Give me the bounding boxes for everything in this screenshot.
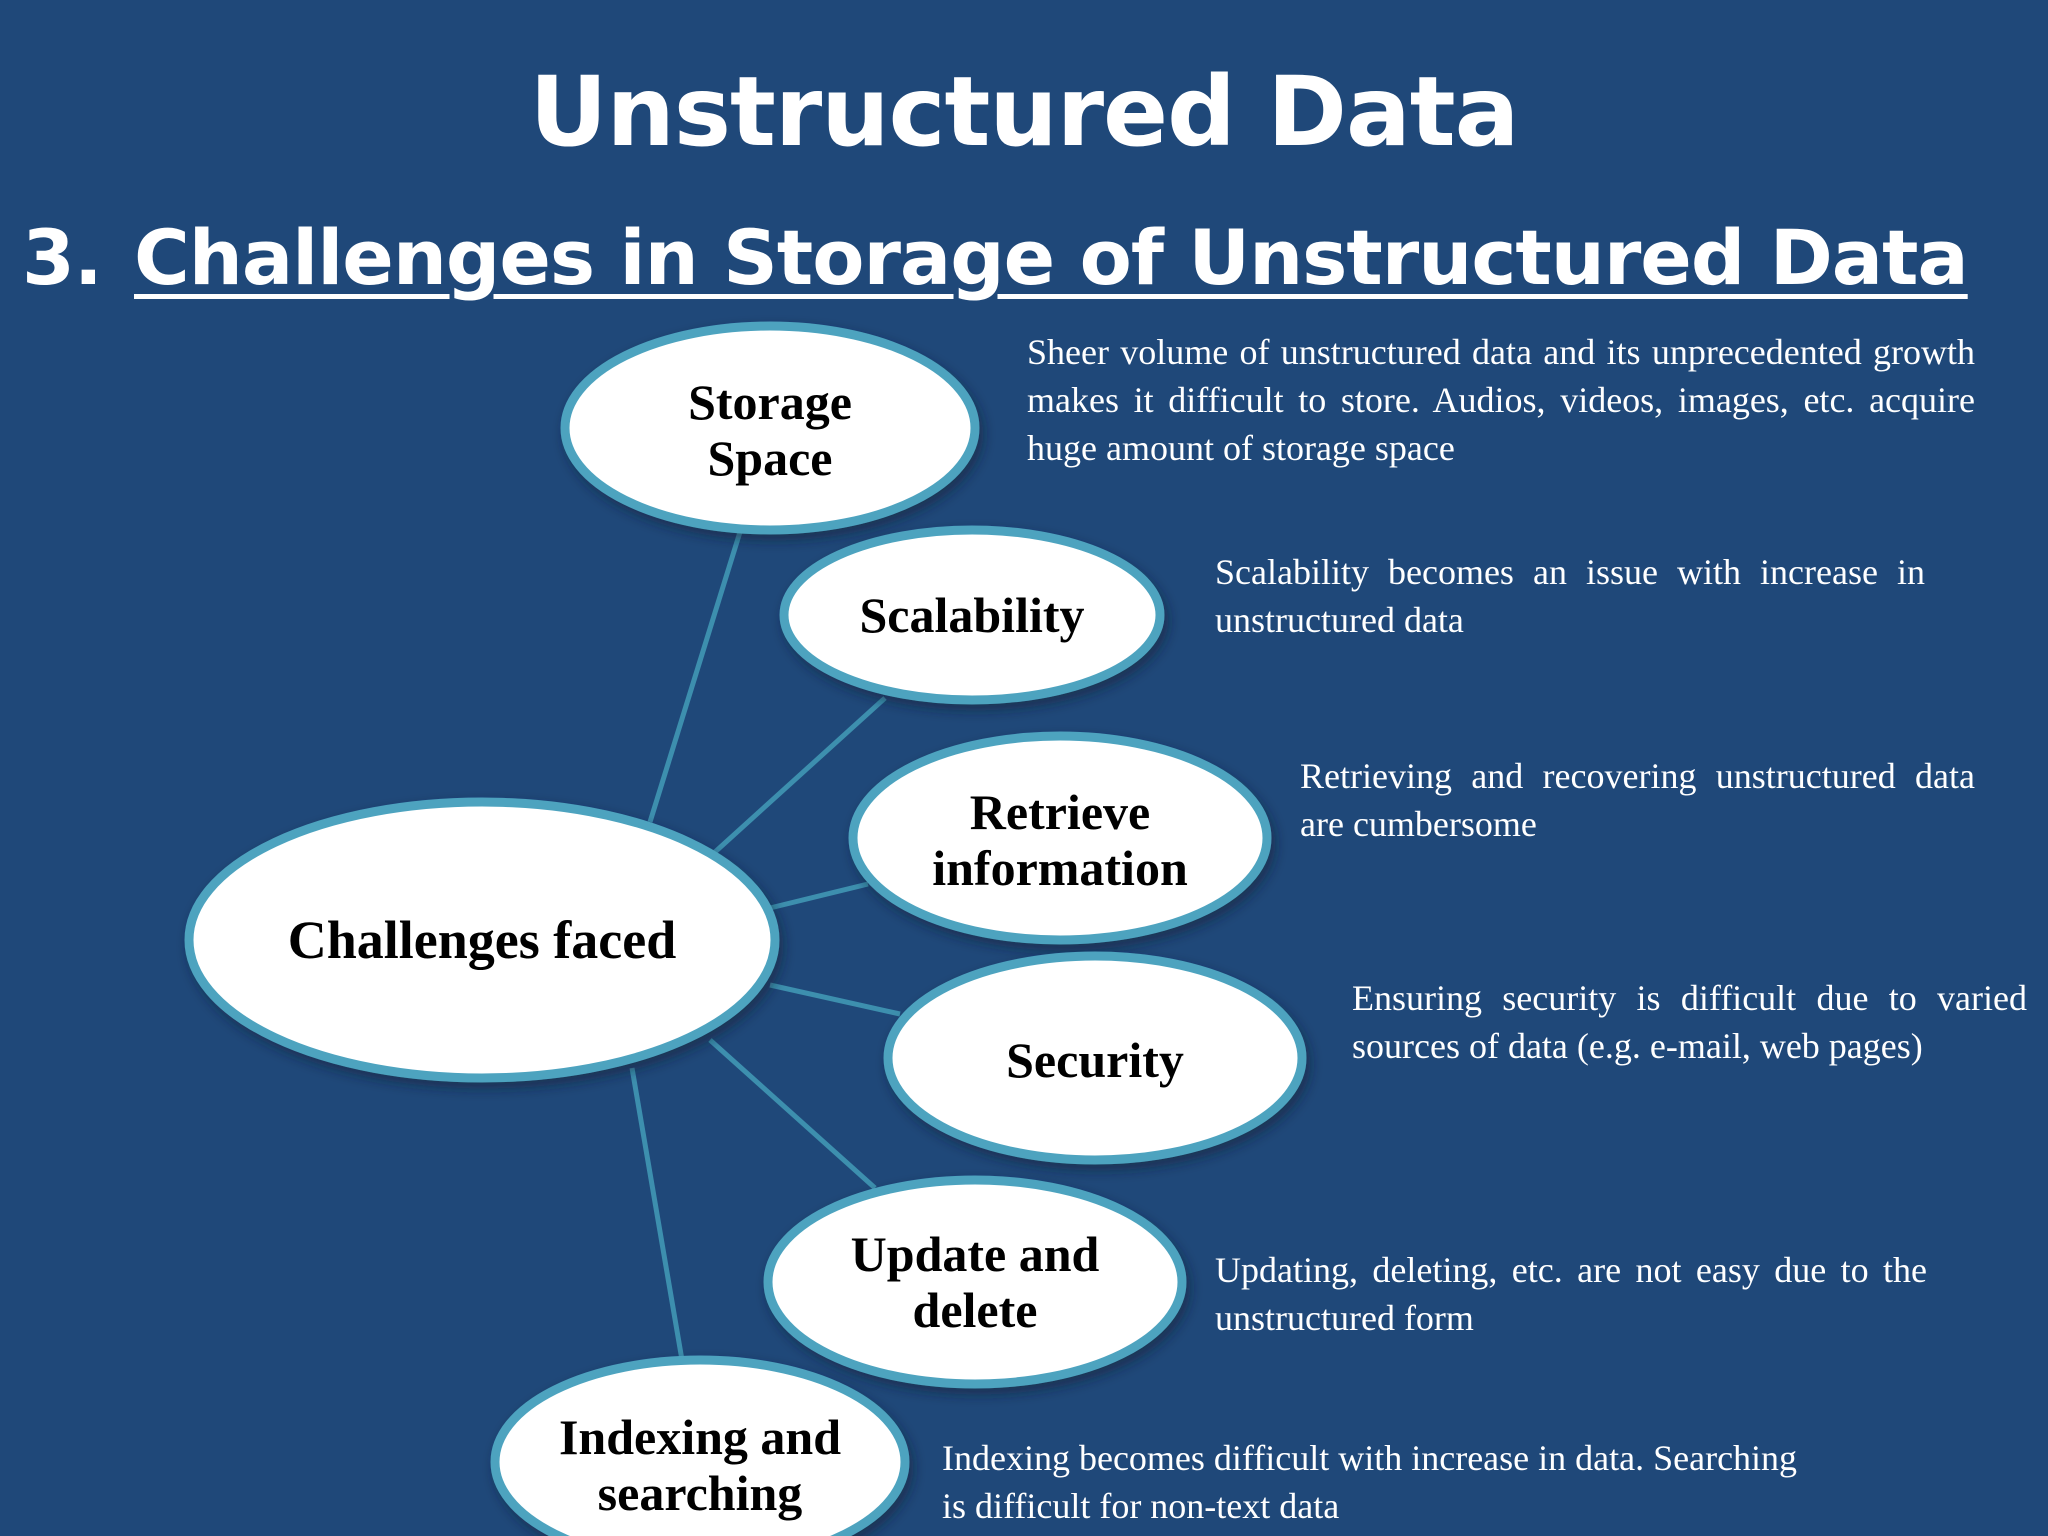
security-label: Security (1006, 1032, 1184, 1088)
update-delete-ellipse (763, 1175, 1187, 1389)
connector-update-delete (708, 1038, 877, 1190)
center-node-label: Challenges faced (287, 910, 677, 970)
section-heading: 3. Challenges in Storage of Unstructured … (22, 210, 1969, 306)
scalability-ellipse (779, 525, 1165, 705)
section-heading-text: Challenges in Storage of Unstructured Da… (134, 213, 1969, 302)
storage-space-label: Storage Space (688, 374, 852, 486)
slide-title: Unstructured Data (529, 56, 1520, 168)
connector-security (769, 982, 901, 1017)
scalability-description: Scalability becomes an issue with increa… (1215, 552, 1925, 640)
connector-storage-space (647, 531, 743, 823)
security-ellipse (883, 951, 1307, 1165)
indexing-searching-ellipse (490, 1355, 910, 1536)
indexing-searching-label: Indexing and searching (558, 1409, 842, 1521)
retrieve-information-label: Retrieve information (932, 784, 1188, 896)
section-number: 3. (22, 213, 103, 302)
update-delete-label: Update and delete (850, 1226, 1100, 1338)
update-delete-description: Updating, deleting, etc. are not easy du… (1215, 1250, 1927, 1338)
security-description: Ensuring security is difficult due to va… (1352, 978, 2027, 1066)
node-ellipses (184, 321, 1307, 1536)
connector-retrieve-information (769, 881, 869, 911)
connector-scalability (713, 696, 887, 854)
scalability-label: Scalability (859, 587, 1085, 643)
retrieve-information-description: Retrieving and recovering unstructured d… (1300, 756, 1975, 844)
connector-indexing-searching (629, 1067, 685, 1361)
indexing-searching-description: Indexing becomes difficult with increase… (942, 1438, 1798, 1526)
storage-space-description: Sheer volume of unstructured data and it… (1027, 332, 1975, 468)
retrieve-information-ellipse (848, 731, 1272, 945)
connector-lines (629, 531, 901, 1361)
center-node-ellipse (184, 797, 780, 1083)
storage-space-ellipse (560, 321, 980, 535)
